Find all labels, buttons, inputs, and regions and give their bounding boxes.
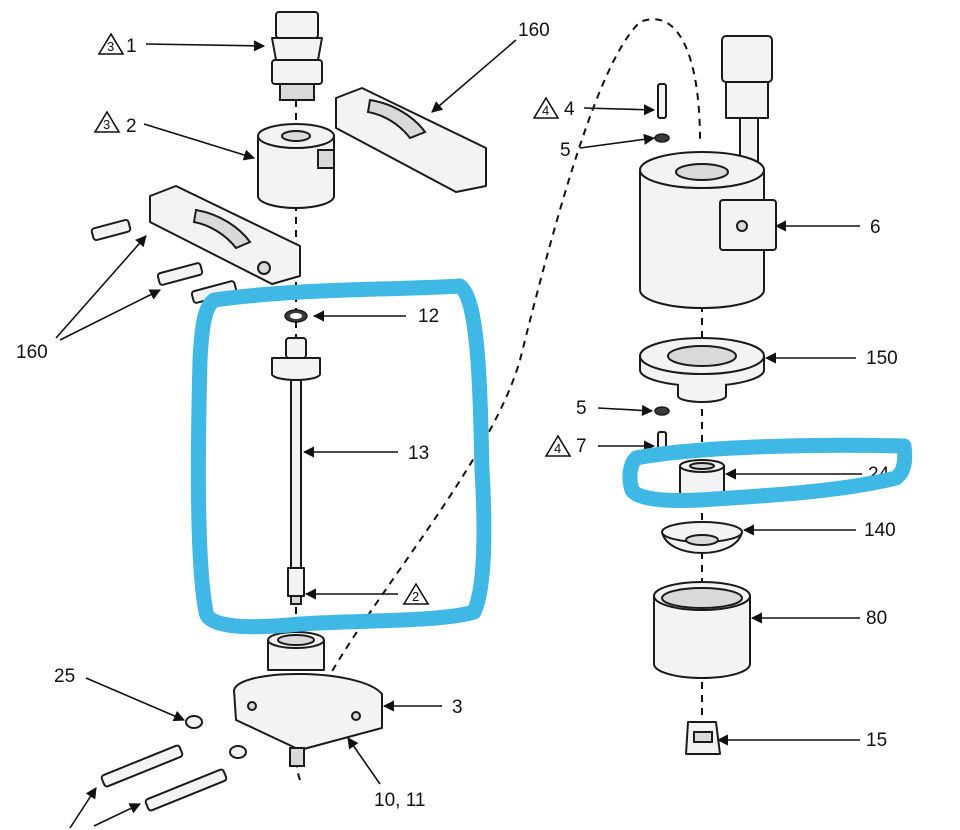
part-25-washers	[185, 715, 247, 759]
part-6-housing	[639, 35, 777, 309]
label-12: 12	[418, 306, 439, 327]
assembly-path-line	[296, 18, 701, 781]
label-2: 2	[126, 116, 137, 137]
part-5-washer-upper	[654, 133, 670, 143]
part-160-clamp-lower	[149, 185, 301, 285]
label-160-lower: 160	[16, 342, 48, 363]
label-6: 6	[870, 217, 881, 238]
label-80: 80	[866, 608, 887, 629]
label-4: 4	[564, 99, 575, 120]
note-2: 2	[412, 589, 419, 604]
part-13-shaft	[271, 337, 321, 605]
label-5-upper: 5	[560, 140, 571, 161]
part-150-flange	[639, 337, 765, 403]
leader-lines	[55, 39, 862, 829]
part-4-pin	[657, 83, 667, 119]
label-3: 3	[452, 697, 463, 718]
note-triangle-3-lower: 3	[93, 110, 121, 133]
note-triangle-3-upper: 3	[97, 32, 125, 55]
note-triangle-2: 2	[402, 582, 430, 605]
screws-160	[90, 218, 238, 304]
label-1: 1	[126, 36, 137, 57]
label-5-lower: 5	[576, 398, 587, 419]
note-triangle-4-lower: 4	[544, 434, 572, 457]
note-triangle-4-upper: 4	[532, 96, 560, 119]
label-13: 13	[408, 443, 429, 464]
part-1-fitting	[271, 11, 323, 101]
part-15-coupler	[685, 721, 721, 755]
part-160-clamp-upper	[335, 87, 487, 193]
label-15: 15	[866, 730, 887, 751]
note-4-upper: 4	[542, 103, 549, 118]
note-4-lower: 4	[554, 441, 561, 456]
highlight-bushing-24	[622, 437, 913, 508]
part-12-oring	[284, 309, 308, 323]
highlight-shaft-assembly	[190, 278, 492, 635]
part-5-washer-lower	[654, 406, 670, 416]
base-screws	[100, 744, 228, 812]
label-25: 25	[54, 666, 75, 687]
part-140-cup	[661, 521, 743, 554]
label-160-upper: 160	[518, 20, 550, 41]
label-140: 140	[864, 520, 896, 541]
label-10-11: 10, 11	[374, 790, 425, 811]
label-7: 7	[576, 436, 587, 457]
part-3-base	[233, 631, 383, 767]
label-150: 150	[866, 348, 898, 369]
part-2-collar	[257, 123, 335, 209]
callout-labels: 1 2 160 160 12 13 3 10, 11 25 4 5 6 150 …	[16, 20, 898, 811]
part-80-sleeve	[653, 581, 751, 679]
note-3-lower: 3	[103, 117, 110, 132]
note-3-upper: 3	[107, 39, 114, 54]
